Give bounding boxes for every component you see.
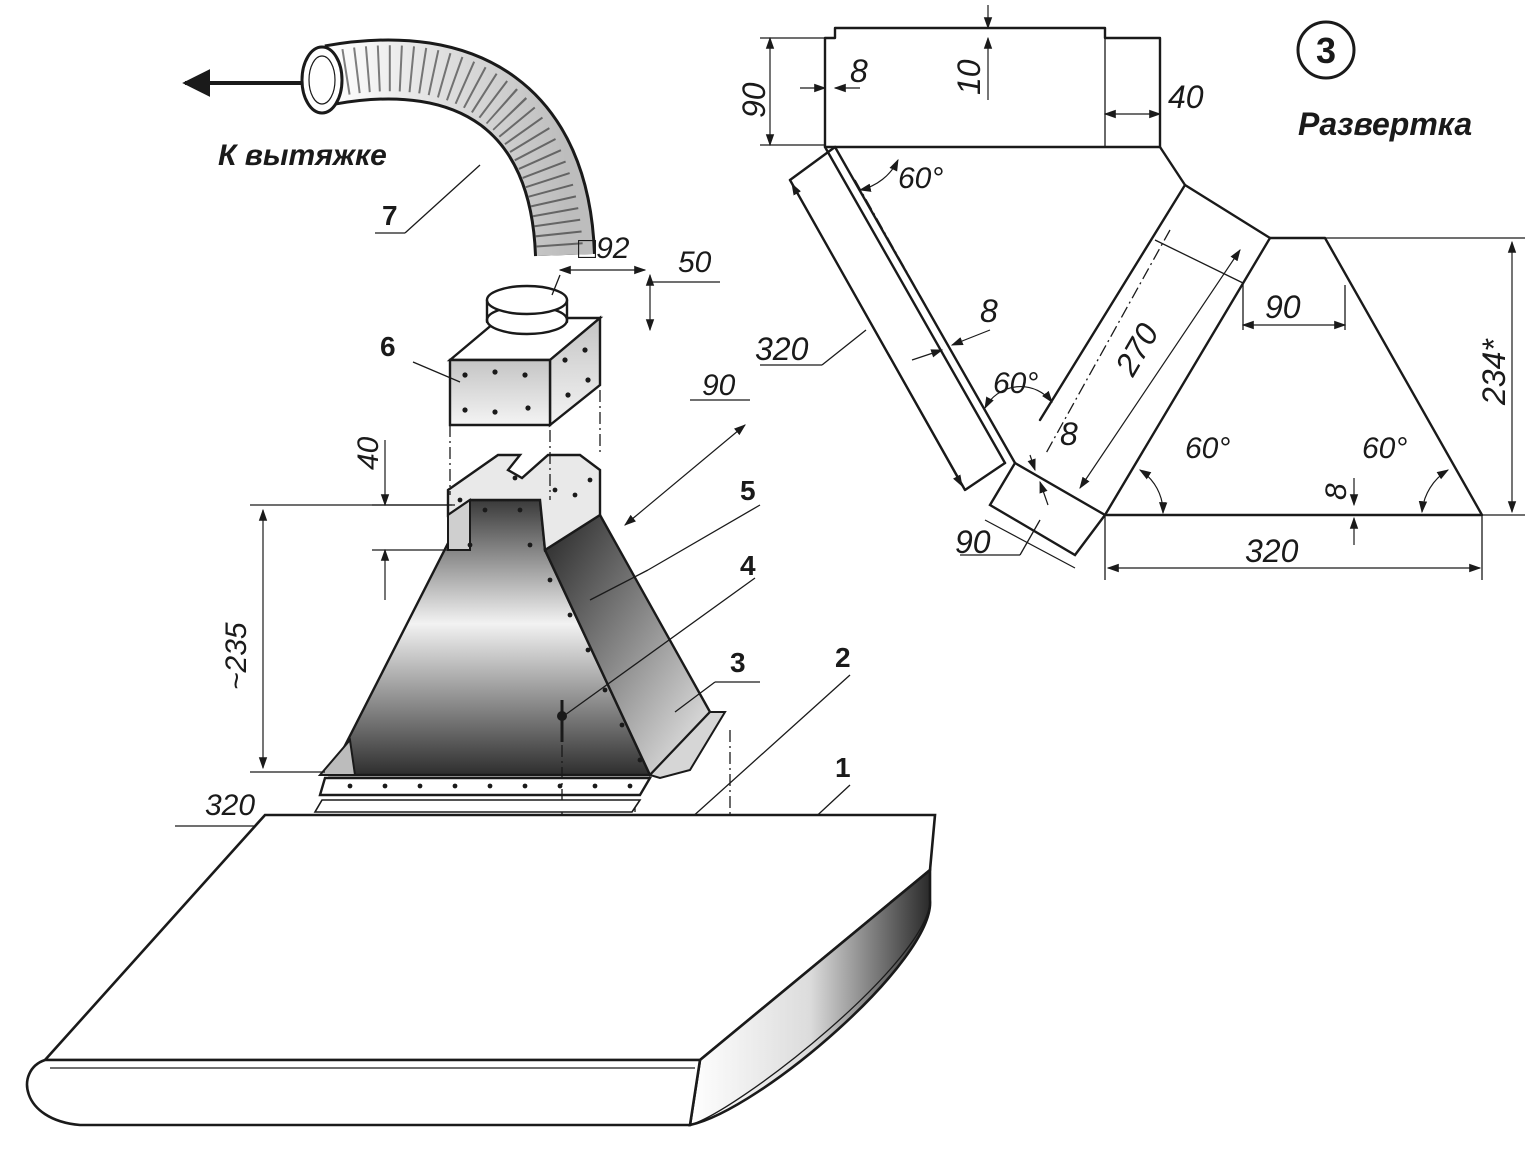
unfold-height-right: 234* (1476, 338, 1512, 406)
figure-number-circle (1296, 20, 1356, 80)
part-5-label: 5 (740, 475, 756, 506)
unfold-angle-left: 60° (993, 367, 1038, 400)
part-2-label: 2 (835, 642, 851, 673)
unfold-base-seam: 8 (1320, 483, 1353, 500)
unfold-base-width: 320 (1245, 533, 1299, 569)
unfold-top-seam: 8 (850, 53, 868, 89)
unfold-angle-top: 60° (898, 162, 943, 195)
dim-height: ~235 (220, 622, 253, 690)
part-6-label: 6 (380, 331, 396, 362)
flexible-hose (300, 38, 596, 257)
part-3-label: 3 (730, 647, 746, 678)
leader-4 (564, 577, 756, 716)
hood-body (25, 813, 937, 1127)
unfold-inner-width: 90 (1265, 289, 1301, 325)
figure-number: 3 (1316, 30, 1336, 71)
adapter-box (446, 284, 604, 428)
dim-pipe-square: □92 (578, 232, 630, 265)
leader-3 (674, 681, 716, 713)
unfold-title: Развертка (1298, 106, 1472, 142)
dim-neck-width: 90 (702, 369, 736, 402)
base-flange (318, 776, 653, 797)
unfold-top-gap: 10 (951, 59, 987, 95)
dim-box-depth: 50 (678, 246, 712, 279)
unfold-bottom-seam: 8 (1060, 416, 1078, 452)
part-4-label: 4 (740, 550, 756, 581)
hood-pyramid (317, 453, 727, 780)
base-flange-shadow (313, 799, 642, 813)
unfold-left-seam: 8 (980, 293, 998, 329)
unfold-top-height: 90 (736, 82, 772, 118)
exhaust-label: К вытяжке (218, 139, 387, 172)
unfold-angle-inner: 60° (1185, 432, 1230, 465)
leader-7 (404, 164, 481, 234)
part-1-label: 1 (835, 752, 851, 783)
unfold-top-flap: 40 (1168, 79, 1204, 115)
dim-line-neck-90 (624, 424, 746, 526)
dim-base-width: 320 (205, 789, 255, 822)
unfold-angle-right: 60° (1362, 432, 1407, 465)
unfold-bottom-width: 90 (955, 524, 991, 560)
part-7-label: 7 (382, 200, 398, 231)
unfold-left-side: 320 (755, 331, 809, 367)
dim-neck-height: 40 (352, 436, 385, 470)
leader-6 (412, 361, 461, 383)
